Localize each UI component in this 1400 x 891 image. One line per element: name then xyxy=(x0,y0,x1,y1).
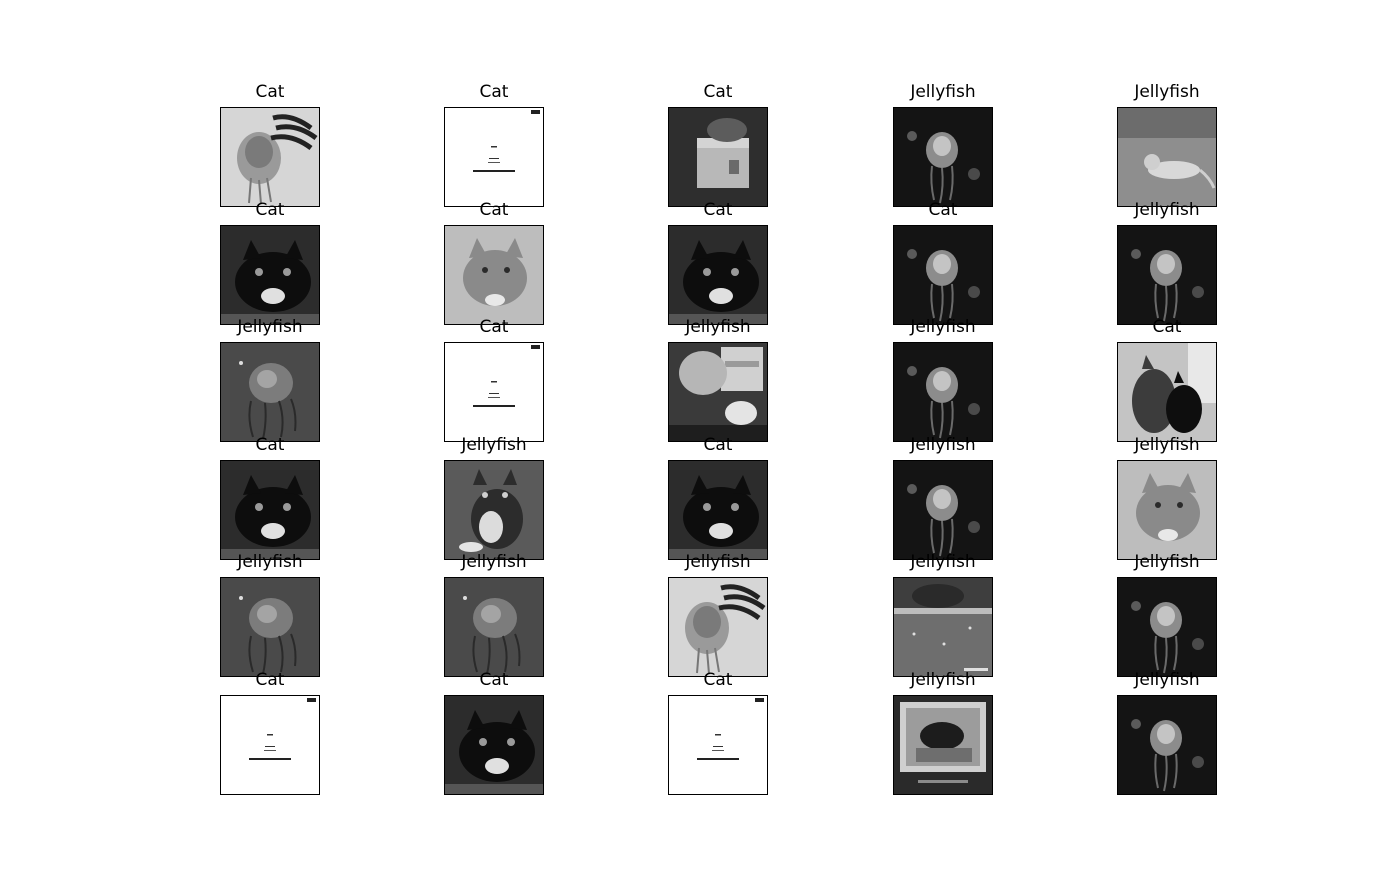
cell-label: Cat xyxy=(703,670,733,690)
grid-cell: Jellyfish xyxy=(1117,552,1217,677)
grid-cell: Jellyfish xyxy=(893,82,993,207)
cell-label: Jellyfish xyxy=(461,552,527,572)
cell-label: Jellyfish xyxy=(910,82,976,102)
cell-label: Jellyfish xyxy=(910,552,976,572)
grid-cell: Jellyfish xyxy=(893,670,993,795)
thumbnail-image xyxy=(893,225,993,325)
thumbnail-image xyxy=(668,695,768,795)
cell-label: Jellyfish xyxy=(910,317,976,337)
cell-label: Jellyfish xyxy=(1134,670,1200,690)
cell-label: Cat xyxy=(703,435,733,455)
grid-cell: Jellyfish xyxy=(220,317,320,442)
cell-label: Jellyfish xyxy=(685,317,751,337)
grid-cell: Jellyfish xyxy=(444,552,544,677)
thumbnail-image xyxy=(220,460,320,560)
cell-label: Cat xyxy=(255,435,285,455)
thumbnail-image xyxy=(1117,460,1217,560)
thumbnail-image xyxy=(220,225,320,325)
grid-cell: Jellyfish xyxy=(893,552,993,677)
grid-cell: Jellyfish xyxy=(668,552,768,677)
grid-cell: Jellyfish xyxy=(893,435,993,560)
thumbnail-image xyxy=(1117,107,1217,207)
grid-cell: Jellyfish xyxy=(1117,200,1217,325)
grid-cell: Cat xyxy=(444,317,544,442)
thumbnail-image xyxy=(893,577,993,677)
grid-cell: Cat xyxy=(668,435,768,560)
grid-cell: Cat xyxy=(668,82,768,207)
thumbnail-image xyxy=(444,695,544,795)
thumbnail-image xyxy=(1117,225,1217,325)
grid-cell: Cat xyxy=(1117,317,1217,442)
grid-cell: Jellyfish xyxy=(444,435,544,560)
cell-label: Jellyfish xyxy=(1134,200,1200,220)
cell-label: Jellyfish xyxy=(237,317,303,337)
thumbnail-image xyxy=(668,460,768,560)
cell-label: Cat xyxy=(255,670,285,690)
thumbnail-image xyxy=(668,577,768,677)
cell-label: Cat xyxy=(479,200,509,220)
thumbnail-image xyxy=(220,342,320,442)
thumbnail-image xyxy=(220,695,320,795)
grid-cell: Cat xyxy=(444,670,544,795)
cell-label: Jellyfish xyxy=(910,435,976,455)
cell-label: Jellyfish xyxy=(1134,82,1200,102)
thumbnail-image xyxy=(444,342,544,442)
thumbnail-image xyxy=(1117,577,1217,677)
cell-label: Cat xyxy=(703,82,733,102)
grid-cell: Jellyfish xyxy=(1117,435,1217,560)
thumbnail-image xyxy=(893,695,993,795)
thumbnail-image xyxy=(893,342,993,442)
cell-label: Jellyfish xyxy=(1134,435,1200,455)
thumbnail-image xyxy=(1117,342,1217,442)
cell-label: Cat xyxy=(1152,317,1182,337)
grid-cell: Cat xyxy=(220,435,320,560)
cell-label: Cat xyxy=(479,317,509,337)
thumbnail-image xyxy=(893,460,993,560)
cell-label: Jellyfish xyxy=(1134,552,1200,572)
thumbnail-image xyxy=(444,577,544,677)
thumbnail-image xyxy=(444,460,544,560)
grid-cell: Cat xyxy=(220,200,320,325)
grid-cell: Jellyfish xyxy=(1117,670,1217,795)
cell-label: Cat xyxy=(479,82,509,102)
cell-label: Jellyfish xyxy=(461,435,527,455)
cell-label: Jellyfish xyxy=(910,670,976,690)
grid-cell: Jellyfish xyxy=(668,317,768,442)
thumbnail-image xyxy=(220,107,320,207)
thumbnail-image xyxy=(893,107,993,207)
cell-label: Cat xyxy=(255,82,285,102)
grid-cell: Cat xyxy=(220,670,320,795)
cell-label: Cat xyxy=(703,200,733,220)
thumbnail-image xyxy=(668,225,768,325)
thumbnail-image xyxy=(668,342,768,442)
thumbnail-image xyxy=(1117,695,1217,795)
grid-cell: Jellyfish xyxy=(220,552,320,677)
grid-cell: Cat xyxy=(444,82,544,207)
thumbnail-image xyxy=(444,225,544,325)
cell-label: Cat xyxy=(255,200,285,220)
grid-cell: Cat xyxy=(444,200,544,325)
thumbnail-image xyxy=(220,577,320,677)
grid-cell: Cat xyxy=(668,670,768,795)
grid-cell: Cat xyxy=(893,200,993,325)
thumbnail-image xyxy=(668,107,768,207)
thumbnail-image xyxy=(444,107,544,207)
grid-cell: Jellyfish xyxy=(893,317,993,442)
grid-cell: Cat xyxy=(220,82,320,207)
grid-cell: Cat xyxy=(668,200,768,325)
cell-label: Cat xyxy=(928,200,958,220)
grid-cell: Jellyfish xyxy=(1117,82,1217,207)
cell-label: Jellyfish xyxy=(685,552,751,572)
cell-label: Jellyfish xyxy=(237,552,303,572)
cell-label: Cat xyxy=(479,670,509,690)
